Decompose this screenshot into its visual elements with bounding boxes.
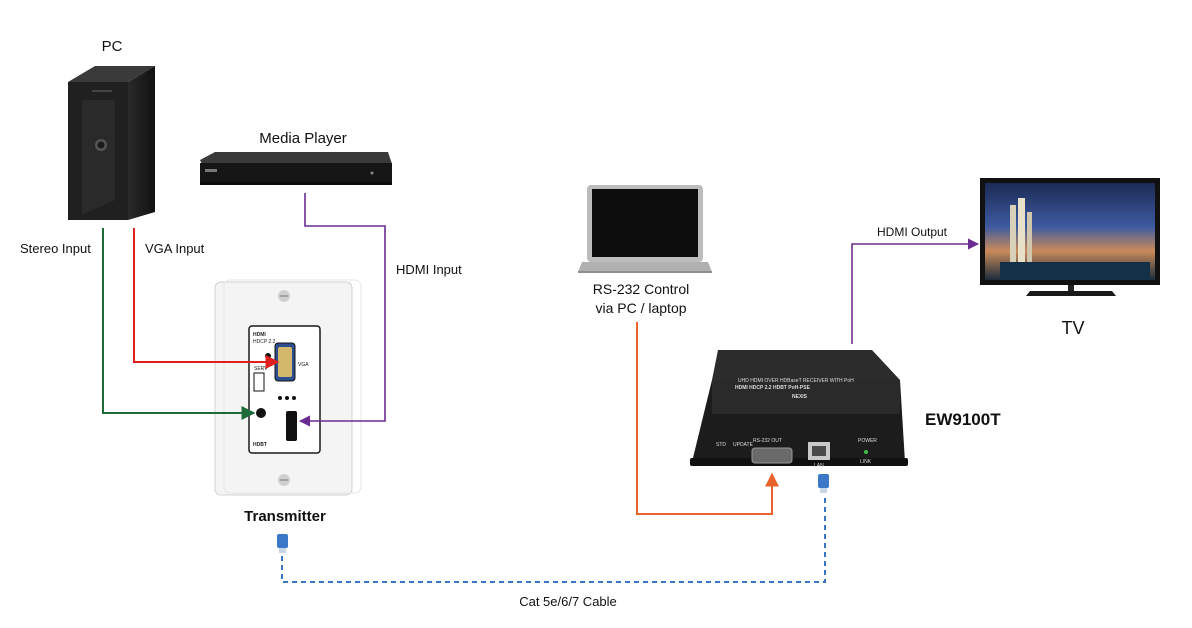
vga-input-label: VGA Input	[145, 241, 205, 256]
stereo-input-label: Stereo Input	[20, 241, 91, 256]
desktop-tower-icon	[68, 66, 155, 220]
svg-text:HDMI HDCP 2.2 HDBT PoH-PSE: HDMI HDCP 2.2 HDBT PoH-PSE	[735, 385, 811, 391]
svg-text:HDCP 2.2: HDCP 2.2	[253, 339, 276, 345]
svg-text:POWER: POWER	[858, 438, 877, 444]
svg-text:LINK: LINK	[860, 459, 872, 465]
svg-text:SERV: SERV	[254, 366, 268, 372]
svg-text:VGA: VGA	[298, 362, 309, 368]
rj45-connector-icon	[818, 474, 829, 493]
transmitter-label: Transmitter	[244, 508, 326, 525]
media-player-label: Media Player	[259, 130, 347, 147]
rs232-control-label: RS-232 Control via PC / laptop	[592, 281, 690, 316]
svg-text:UPDATE: UPDATE	[733, 442, 754, 448]
pc-label: PC	[101, 38, 123, 55]
receiver-model-label: EW9100T	[925, 410, 1001, 429]
cable-label: Cat 5e/6/7 Cable	[519, 594, 617, 609]
stereo-input-line	[102, 228, 256, 420]
tv-label: TV	[1061, 318, 1085, 338]
svg-text:NEXIS: NEXIS	[792, 394, 808, 400]
hdmi-output-line	[851, 238, 980, 344]
svg-text:LAN: LAN	[814, 463, 824, 469]
media-player-icon	[200, 152, 392, 185]
hdmi-input-line	[298, 193, 386, 427]
rj45-connector-icon	[277, 534, 288, 553]
wallplate-transmitter-icon: HDMI HDCP 2.2 VGA SERV HDBT	[214, 279, 362, 496]
television-icon	[980, 178, 1160, 296]
svg-text:STD: STD	[716, 442, 726, 448]
rs232-control-line	[636, 322, 779, 515]
hdmi-output-label: HDMI Output	[877, 225, 948, 239]
svg-text:HDMI: HDMI	[253, 332, 266, 338]
hdmi-input-label: HDMI Input	[396, 262, 462, 277]
svg-text:UHD HDMI OVER HDBaseT RECEIVER: UHD HDMI OVER HDBaseT RECEIVER WITH PoH	[738, 378, 854, 384]
vga-input-line	[133, 228, 280, 369]
laptop-icon	[578, 185, 712, 273]
cat-cable-line	[281, 494, 826, 583]
svg-text:HDBT: HDBT	[253, 442, 267, 448]
hdbaset-receiver-icon: UHD HDMI OVER HDBaseT RECEIVER WITH PoH …	[690, 350, 908, 469]
svg-text:RS-232 OUT: RS-232 OUT	[753, 438, 782, 444]
